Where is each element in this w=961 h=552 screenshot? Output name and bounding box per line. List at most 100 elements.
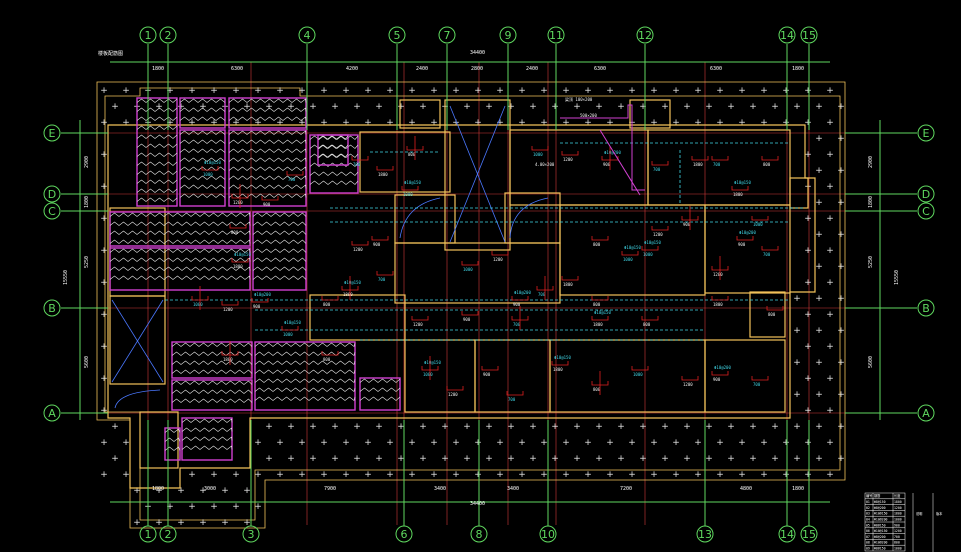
axis-label-right: B <box>922 302 930 315</box>
plus-marker: + <box>419 102 427 112</box>
hatch-stroke <box>171 380 253 385</box>
axis-bubble <box>470 525 488 543</box>
plus-marker: + <box>100 438 108 448</box>
plus-marker: + <box>408 438 416 448</box>
legend-cell: 07 <box>866 535 870 539</box>
hatch-stroke <box>254 387 356 393</box>
axis-label-left: C <box>48 205 56 218</box>
plus-marker: + <box>793 390 801 400</box>
rebar-tag: Φ10@150 <box>284 320 301 325</box>
plus-marker: + <box>738 86 746 96</box>
hatch-stroke <box>179 107 226 112</box>
plus-marker: + <box>606 438 614 448</box>
plus-marker: + <box>661 454 669 464</box>
plus-marker: + <box>463 454 471 464</box>
legend-cell: 900 <box>894 523 900 527</box>
plus-marker: + <box>738 118 746 128</box>
rebar-length: 1800 <box>233 264 243 269</box>
plus-marker: + <box>793 454 801 464</box>
rebar-mark <box>231 258 249 263</box>
legend-cell: 03 <box>866 512 870 516</box>
plus-marker: + <box>771 422 779 432</box>
dim-top: 1800 <box>792 66 804 72</box>
hatch-stroke <box>171 369 253 374</box>
rebar-length: 800 <box>768 312 776 317</box>
axis-bubble <box>696 525 714 543</box>
plus-marker: + <box>694 470 702 480</box>
plus-marker: + <box>397 102 405 112</box>
hatch-stroke <box>109 275 251 280</box>
hatch-stroke <box>179 116 226 121</box>
legend-cell: Φ10@150 <box>874 512 888 516</box>
axis-label-top: 1 <box>145 29 152 42</box>
dim-bottom: 3400 <box>434 486 446 492</box>
plus-marker: + <box>452 118 460 128</box>
openings <box>111 105 549 409</box>
plus-marker: + <box>826 406 834 416</box>
dim-bottom: 3000 <box>204 486 216 492</box>
plus-marker: + <box>452 470 460 480</box>
rebar-tag: Φ10@150 <box>624 245 641 250</box>
plus-marker: + <box>364 438 372 448</box>
plus-marker: + <box>430 438 438 448</box>
legend-cell: Φ8@200 <box>874 535 886 539</box>
hatch-stroke <box>179 98 226 103</box>
plus-marker: + <box>408 470 416 480</box>
rebar-mark <box>491 251 509 256</box>
plus-marker: + <box>243 102 251 112</box>
legend-cell: 09 <box>866 547 870 551</box>
plus-marker: + <box>837 102 845 112</box>
rebar-length: 1000 <box>633 372 643 377</box>
rebar-mark <box>766 306 784 311</box>
hatch-stroke <box>179 148 226 153</box>
slab-zone-outline <box>179 97 226 129</box>
dim-top: 2800 <box>471 66 483 72</box>
rebar-mark <box>511 296 529 301</box>
plus-marker: + <box>463 102 471 112</box>
axis-bubble <box>778 26 796 44</box>
hatch-stroke <box>171 342 253 347</box>
plus-marker: + <box>342 438 350 448</box>
rebar-mark <box>376 271 394 276</box>
hatch-stroke <box>317 144 349 149</box>
plus-marker: + <box>694 118 702 128</box>
hatch-stroke <box>136 134 178 139</box>
plus-marker: + <box>771 102 779 112</box>
rebar-length: 700 <box>653 167 661 172</box>
plus-marker: + <box>100 342 108 352</box>
plus-marker: + <box>804 310 812 320</box>
rebar-length: 900 <box>373 242 381 247</box>
legend-cell: Φ8@150 <box>874 500 886 504</box>
plus-marker: + <box>166 86 174 96</box>
plus-marker: + <box>793 326 801 336</box>
plus-marker: + <box>507 102 515 112</box>
rebar-mark <box>711 296 729 301</box>
plus-marker: + <box>628 86 636 96</box>
hatch-stroke <box>228 116 307 121</box>
plus-marker: + <box>595 454 603 464</box>
plus-marker: + <box>375 454 383 464</box>
plus-marker: + <box>573 454 581 464</box>
plus-marker: + <box>782 118 790 128</box>
rebar-mark <box>691 156 709 161</box>
plus-marker: + <box>177 518 185 528</box>
plus-marker: + <box>243 486 251 496</box>
legend-cell: 1000 <box>894 547 902 551</box>
rebar-mark <box>506 391 524 396</box>
hatch-stroke <box>317 135 349 140</box>
plus-marker: + <box>815 358 823 368</box>
hatch-stroke <box>228 148 307 153</box>
axis-bubble <box>159 525 177 543</box>
plus-marker: + <box>782 438 790 448</box>
rebar-length: 1200 <box>563 157 573 162</box>
rebar-length: 1000 <box>203 172 213 177</box>
rebar-mark <box>561 276 579 281</box>
plus-marker: + <box>804 246 812 256</box>
dim-top: 6300 <box>594 66 606 72</box>
legend-cell: 700 <box>894 535 900 539</box>
slab-zone-outline <box>171 341 253 379</box>
plus-marker: + <box>661 102 669 112</box>
rebar-length: 900 <box>683 222 691 227</box>
dim-bottom: 7200 <box>620 486 632 492</box>
plus-marker: + <box>815 262 823 272</box>
